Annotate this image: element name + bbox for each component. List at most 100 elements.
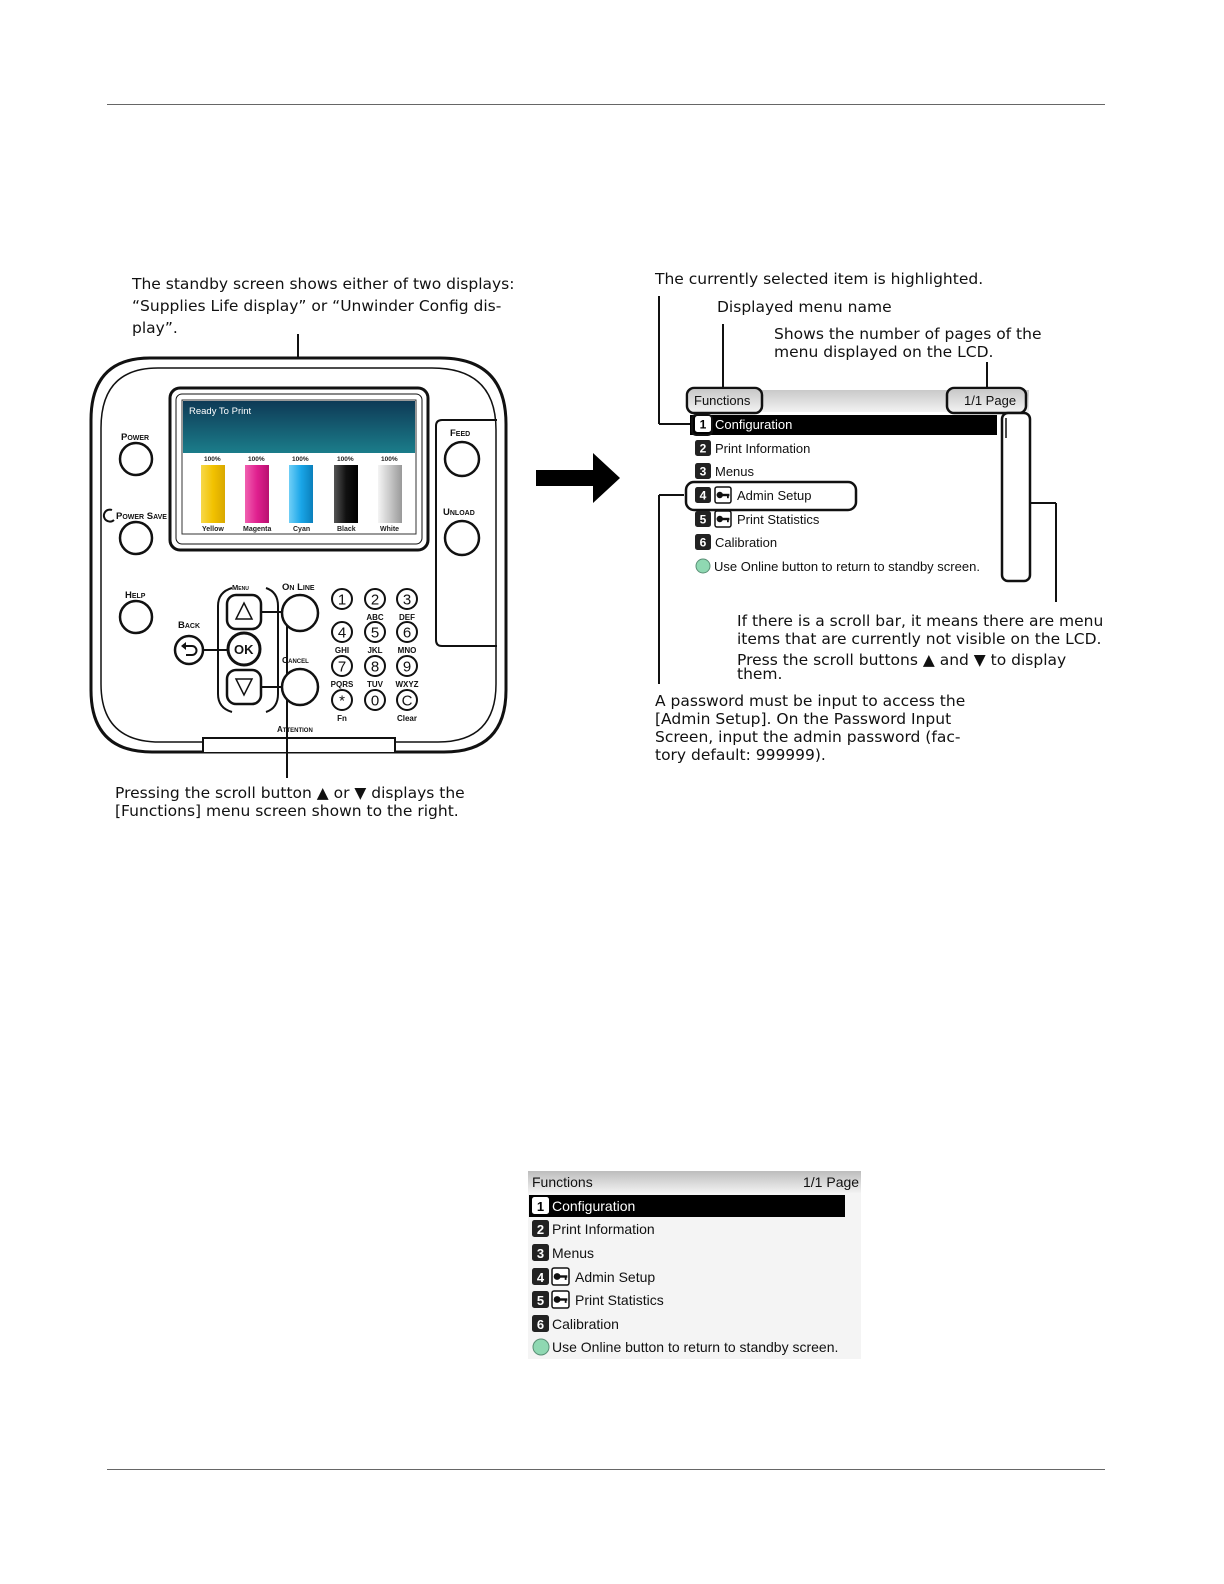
standby-callout: The standby screen shows either of two d… (132, 275, 515, 337)
cancel-label: Cancel (282, 655, 309, 665)
keypad-letters: ABC (366, 613, 384, 622)
online-button[interactable] (280, 593, 320, 633)
keypad-digit: 5 (371, 625, 379, 642)
item-number: 5 (700, 513, 707, 527)
down-triangle-icon (234, 678, 254, 697)
keypad-letters: Clear (397, 714, 417, 723)
item-label: Calibration (715, 535, 777, 550)
keypad-digit: 0 (371, 693, 379, 710)
keypad-key[interactable] (396, 588, 418, 610)
keypad-digit: 7 (338, 659, 346, 676)
cancel-button[interactable] (280, 667, 320, 707)
keypad-digit: 4 (338, 625, 346, 642)
keypad-key[interactable] (396, 621, 418, 643)
ok-button[interactable] (226, 631, 262, 667)
keypad-key[interactable] (331, 689, 353, 711)
unload-button[interactable] (443, 519, 481, 557)
svg-text:100%: 100% (337, 456, 354, 463)
item-number: 1 (700, 418, 707, 432)
keypad-key[interactable] (396, 689, 418, 711)
svg-text:White: White (380, 526, 399, 533)
item-number: 6 (537, 1317, 544, 1332)
keypad-digit: 1 (338, 592, 346, 609)
footer-rule (107, 1469, 1105, 1470)
page-indicator-2: 1/1 Page (803, 1174, 859, 1190)
svg-text:Cyan: Cyan (293, 526, 310, 533)
unload-label: Unload (443, 507, 475, 518)
scroll-down-button[interactable] (225, 668, 263, 706)
page-indicator-highlight (945, 386, 1028, 415)
keypad-key[interactable] (364, 588, 386, 610)
item-number: 3 (537, 1246, 544, 1261)
back-button[interactable] (173, 634, 205, 666)
item-label: Print Statistics (575, 1292, 664, 1308)
item-number: 2 (537, 1222, 544, 1237)
keypad-digit: * (339, 693, 345, 710)
svg-text:Yellow: Yellow (202, 526, 224, 533)
svg-text:100%: 100% (204, 456, 221, 463)
password-callout: A password must be input to access the [… (655, 692, 966, 764)
item-label: Configuration (715, 417, 792, 432)
item-number: 3 (700, 465, 707, 479)
menu-title-2: Functions (532, 1174, 593, 1190)
power-label: Power (121, 432, 149, 443)
toner-cyan: 100% Cyan (289, 456, 313, 533)
svg-text:100%: 100% (381, 456, 398, 463)
lcd-status-text: Ready To Print (189, 406, 251, 417)
keypad-key[interactable] (364, 689, 386, 711)
feed-button[interactable] (443, 440, 481, 478)
menu-item[interactable]: 1 Configuration (695, 416, 792, 432)
online-indicator-icon-2 (532, 1338, 550, 1356)
menu-item[interactable]: 5 Print Statistics (532, 1290, 664, 1309)
item-number: 5 (537, 1293, 544, 1308)
scrollbar[interactable] (1000, 411, 1032, 583)
scroll-up-button[interactable] (225, 593, 263, 631)
item-number: 1 (537, 1199, 544, 1214)
keypad-letters: TUV (367, 680, 384, 689)
attention-label: Attention (277, 725, 313, 734)
keypad-key[interactable] (331, 655, 353, 677)
keypad-key[interactable] (364, 621, 386, 643)
power-save-button[interactable] (118, 520, 154, 556)
keypad-digit: C (402, 693, 413, 710)
item-number-badge (695, 440, 711, 456)
menu-item[interactable]: 1 Configuration (532, 1197, 635, 1214)
item-number-badge (695, 511, 711, 527)
page-indicator: 1/1 Page (964, 393, 1016, 408)
keypad-key[interactable] (331, 588, 353, 610)
keypad-letters: JKL (367, 646, 382, 655)
menu-item[interactable]: 2 Print Information (532, 1220, 655, 1237)
item-label: Configuration (552, 1198, 635, 1214)
online-indicator-icon (695, 558, 711, 574)
admin-setup-highlight (684, 480, 858, 512)
keypad-key[interactable] (331, 621, 353, 643)
keypad-key[interactable] (396, 655, 418, 677)
item-label: Print Information (552, 1221, 655, 1237)
power-button[interactable] (118, 441, 154, 477)
item-number: 6 (700, 536, 707, 550)
svg-text:Black: Black (337, 526, 356, 533)
toner-yellow: 100% Yellow (201, 456, 225, 533)
keypad-letters: MNO (398, 646, 417, 655)
online-label: On Line (282, 582, 315, 593)
selected-row-highlight-2 (529, 1195, 845, 1217)
right-arrow-icon (536, 453, 620, 503)
keypad-key[interactable] (364, 655, 386, 677)
svg-text:Magenta: Magenta (243, 526, 272, 533)
menu-item[interactable]: 6 Calibration (695, 534, 777, 550)
keypad-letters: GHI (335, 646, 349, 655)
menu-title-highlight (685, 386, 764, 415)
ok-label: OK (234, 642, 254, 657)
keypad-letters: WXYZ (395, 680, 418, 689)
item-number-badge (532, 1268, 549, 1285)
help-button[interactable] (118, 599, 154, 635)
